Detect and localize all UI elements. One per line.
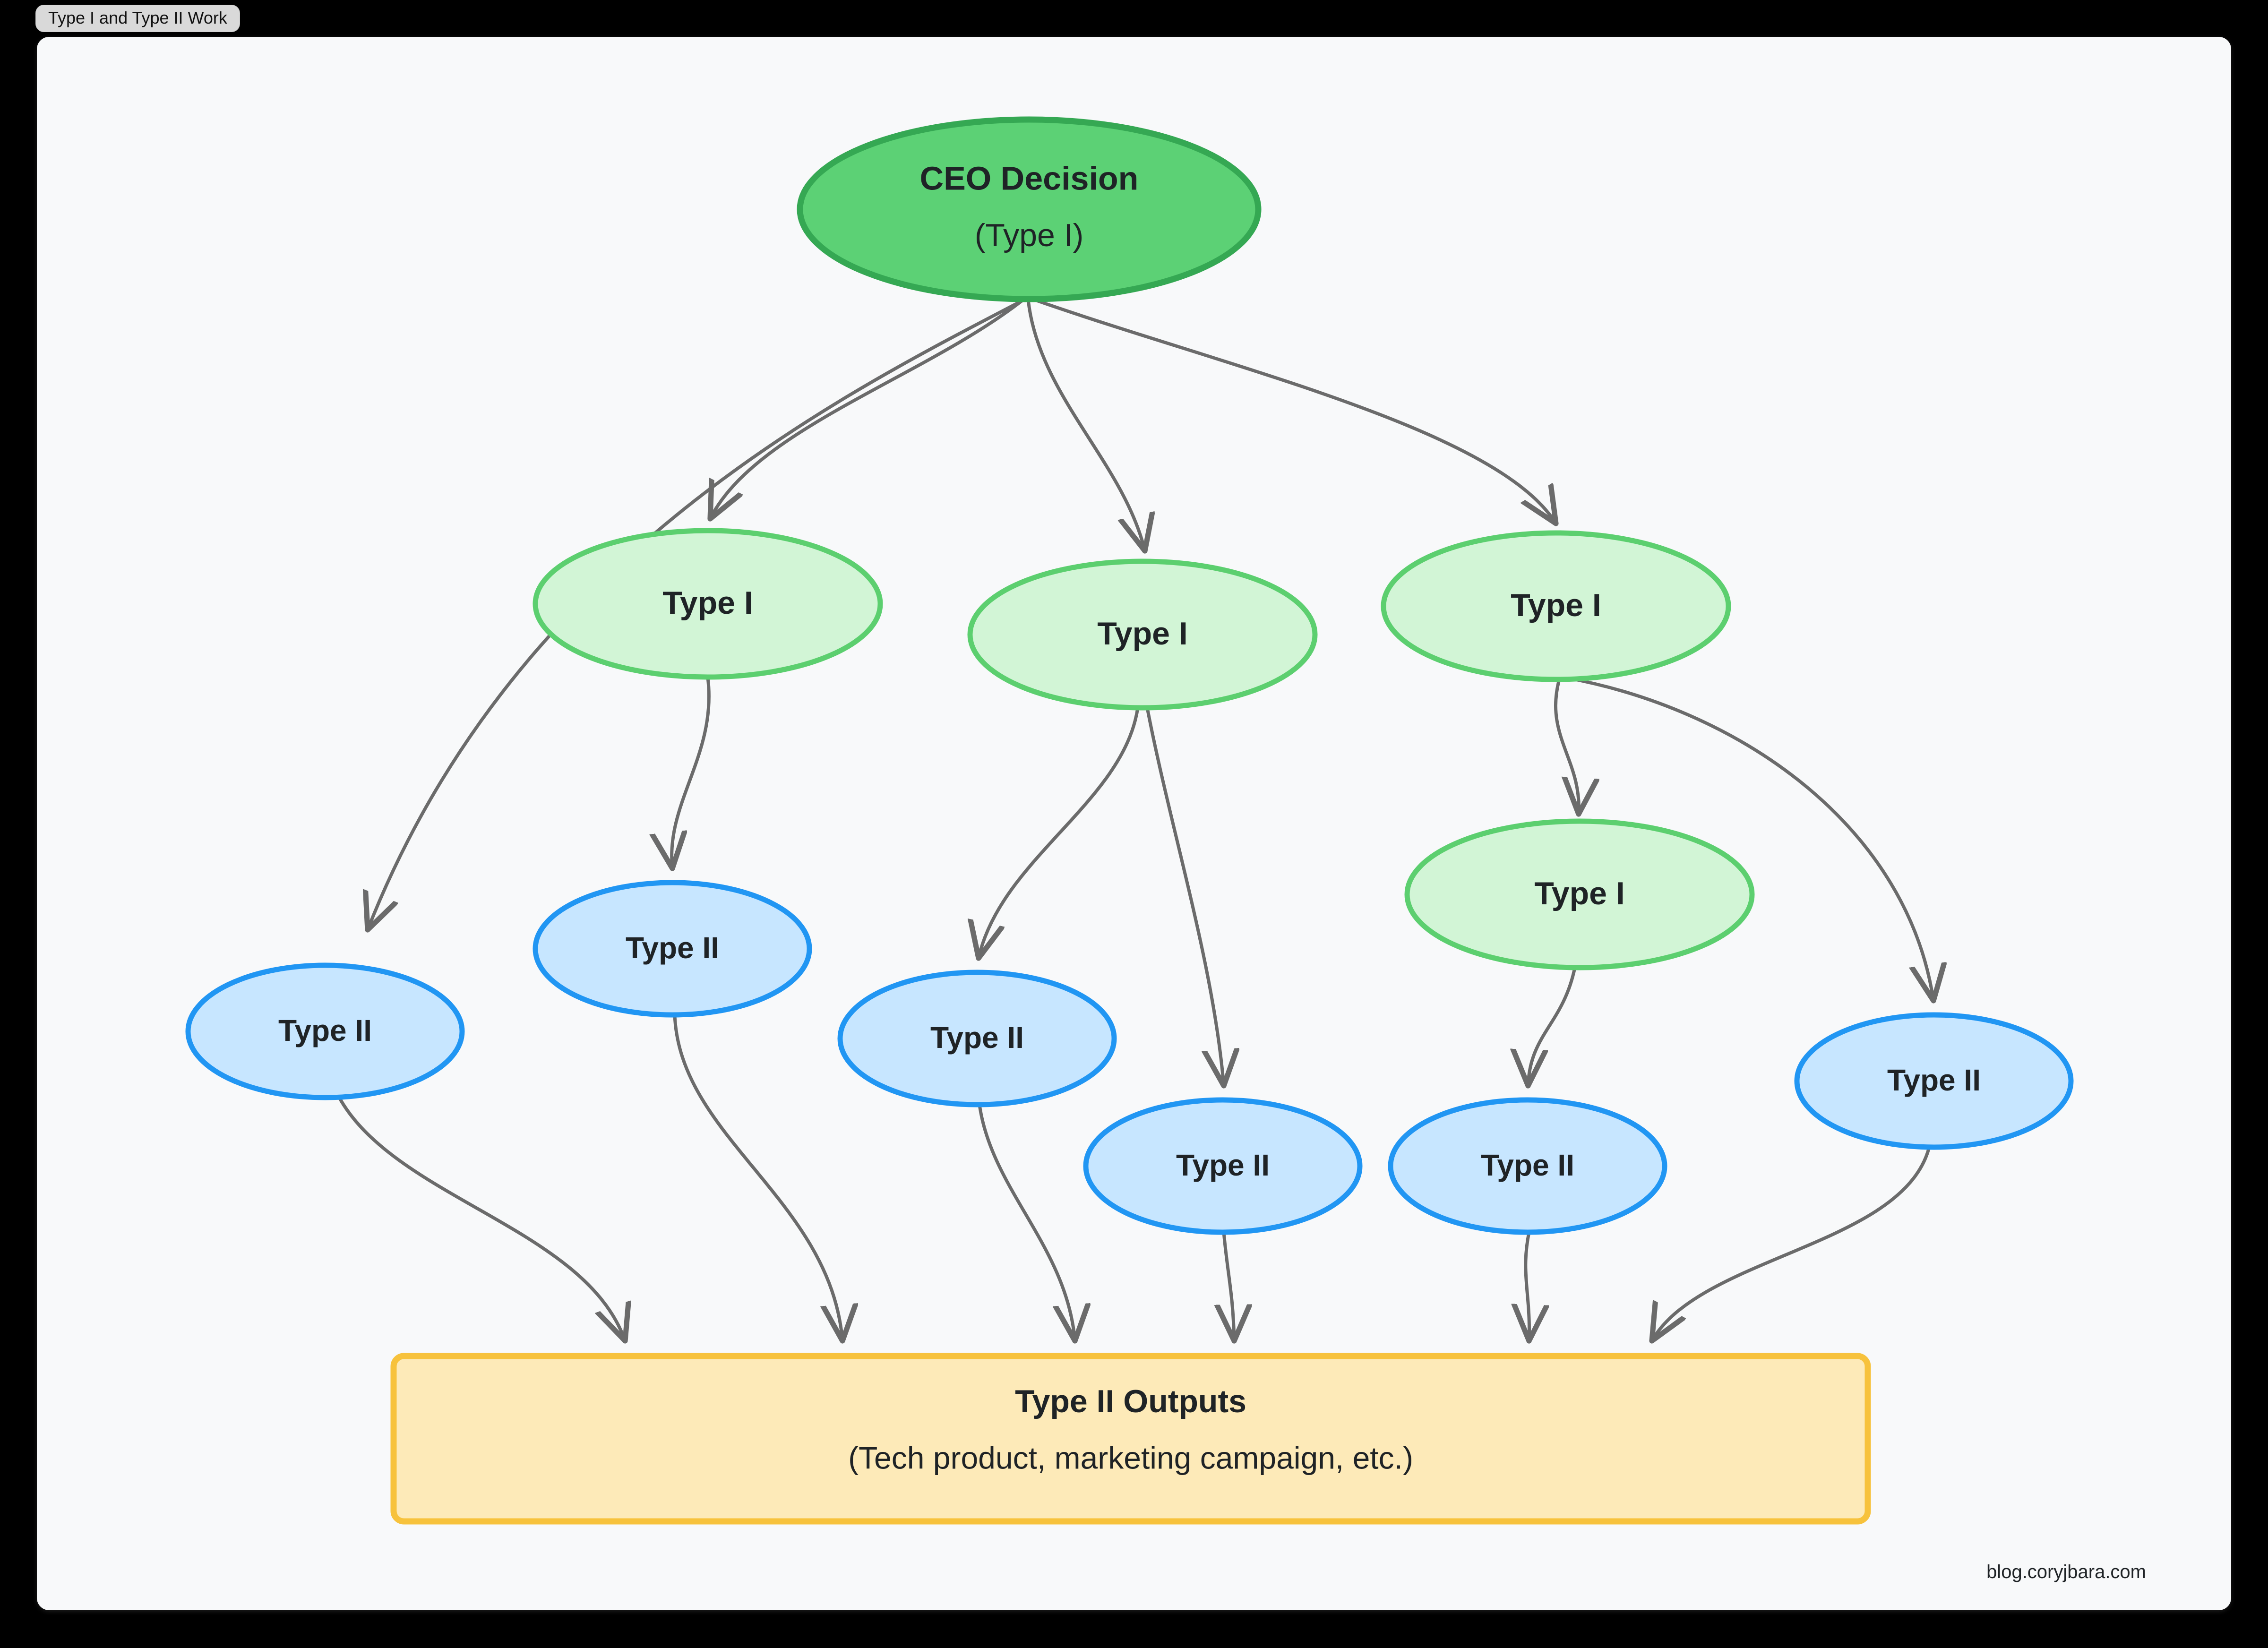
type2-outputs-subtitle: (Tech product, marketing campaign, etc.)	[848, 1440, 1413, 1475]
node-type2-c[interactable]: Type II	[837, 970, 1117, 1107]
type1-a-ellipse[interactable]	[533, 528, 883, 680]
type1-d-ellipse[interactable]	[1404, 818, 1755, 970]
node-type2-b[interactable]: Type II	[533, 880, 812, 1018]
type2-f-ellipse[interactable]	[1794, 1012, 2074, 1150]
type2-e-label: Type II	[1481, 1148, 1574, 1182]
type2-d-label: Type II	[1176, 1148, 1270, 1182]
edge-type1-b-to-type2-c	[979, 707, 1140, 958]
edge-root-to-type1-b	[1026, 299, 1145, 551]
node-type2-f[interactable]: Type II	[1794, 1012, 2074, 1150]
flowchart-svg: CEO Decision (Type I) Type I Type I Type…	[185, 116, 2074, 1525]
type1-b-ellipse[interactable]	[967, 558, 1318, 711]
type1-c-ellipse[interactable]	[1381, 530, 1731, 682]
type1-c-label: Type I	[1511, 587, 1601, 623]
edge-type2-a-to-output	[337, 1097, 625, 1341]
footer-credit: blog.coryjbara.com	[1986, 1562, 2146, 1582]
edge-type2-b-to-output	[673, 1014, 842, 1341]
node-type1-b[interactable]: Type I	[967, 558, 1318, 711]
type2-a-ellipse[interactable]	[185, 962, 465, 1100]
type2-d-ellipse[interactable]	[1083, 1097, 1363, 1235]
type1-b-label: Type I	[1097, 616, 1187, 652]
edge-layer	[337, 298, 1933, 1341]
type2-f-label: Type II	[1887, 1063, 1981, 1097]
type2-outputs-title: Type II Outputs	[1015, 1383, 1246, 1419]
edge-type2-d-to-output	[1224, 1232, 1234, 1341]
node-type2-a[interactable]: Type II	[185, 962, 465, 1100]
edge-type1-c-to-type2-f	[1570, 677, 1933, 1001]
type2-c-ellipse[interactable]	[837, 970, 1117, 1107]
type1-d-label: Type I	[1534, 876, 1624, 911]
type2-outputs-box[interactable]	[390, 1353, 1871, 1525]
ceo-decision-label-line2: (Type I)	[975, 217, 1084, 253]
edge-type2-e-to-output	[1526, 1232, 1529, 1341]
node-type2-outputs[interactable]: Type II Outputs (Tech product, marketing…	[390, 1353, 1871, 1525]
node-type2-d[interactable]: Type II	[1083, 1097, 1363, 1235]
type2-c-label: Type II	[930, 1021, 1024, 1055]
edge-root-to-type1-c	[1033, 298, 1556, 524]
node-type1-a[interactable]: Type I	[533, 528, 883, 680]
edge-type2-f-to-output	[1652, 1147, 1931, 1341]
type2-a-label: Type II	[278, 1013, 372, 1047]
edge-type1-a-to-type2-b	[672, 677, 711, 868]
edge-type1-d-to-type2-e	[1528, 967, 1577, 1086]
ceo-decision-label-line1: CEO Decision	[920, 160, 1139, 197]
edge-root-to-type2-a	[368, 298, 1025, 930]
node-type2-e[interactable]: Type II	[1388, 1097, 1667, 1235]
edge-type1-b-to-type2-d	[1145, 707, 1224, 1086]
node-type1-d[interactable]: Type I	[1404, 818, 1755, 970]
type2-b-label: Type II	[626, 931, 719, 965]
edge-root-to-type1-a	[710, 298, 1025, 519]
diagram-card: CEO Decision (Type I) Type I Type I Type…	[37, 37, 2231, 1610]
ceo-decision-ellipse[interactable]	[797, 116, 1262, 302]
edge-type2-c-to-output	[978, 1104, 1075, 1341]
window-tab-title[interactable]: Type I and Type II Work	[35, 5, 240, 32]
type2-b-ellipse[interactable]	[533, 880, 812, 1018]
edge-type1-c-to-type1-d	[1554, 679, 1579, 814]
type2-e-ellipse[interactable]	[1388, 1097, 1667, 1235]
node-type1-c[interactable]: Type I	[1381, 530, 1731, 682]
node-ceo-decision[interactable]: CEO Decision (Type I)	[797, 116, 1262, 302]
type1-a-label: Type I	[662, 585, 753, 621]
